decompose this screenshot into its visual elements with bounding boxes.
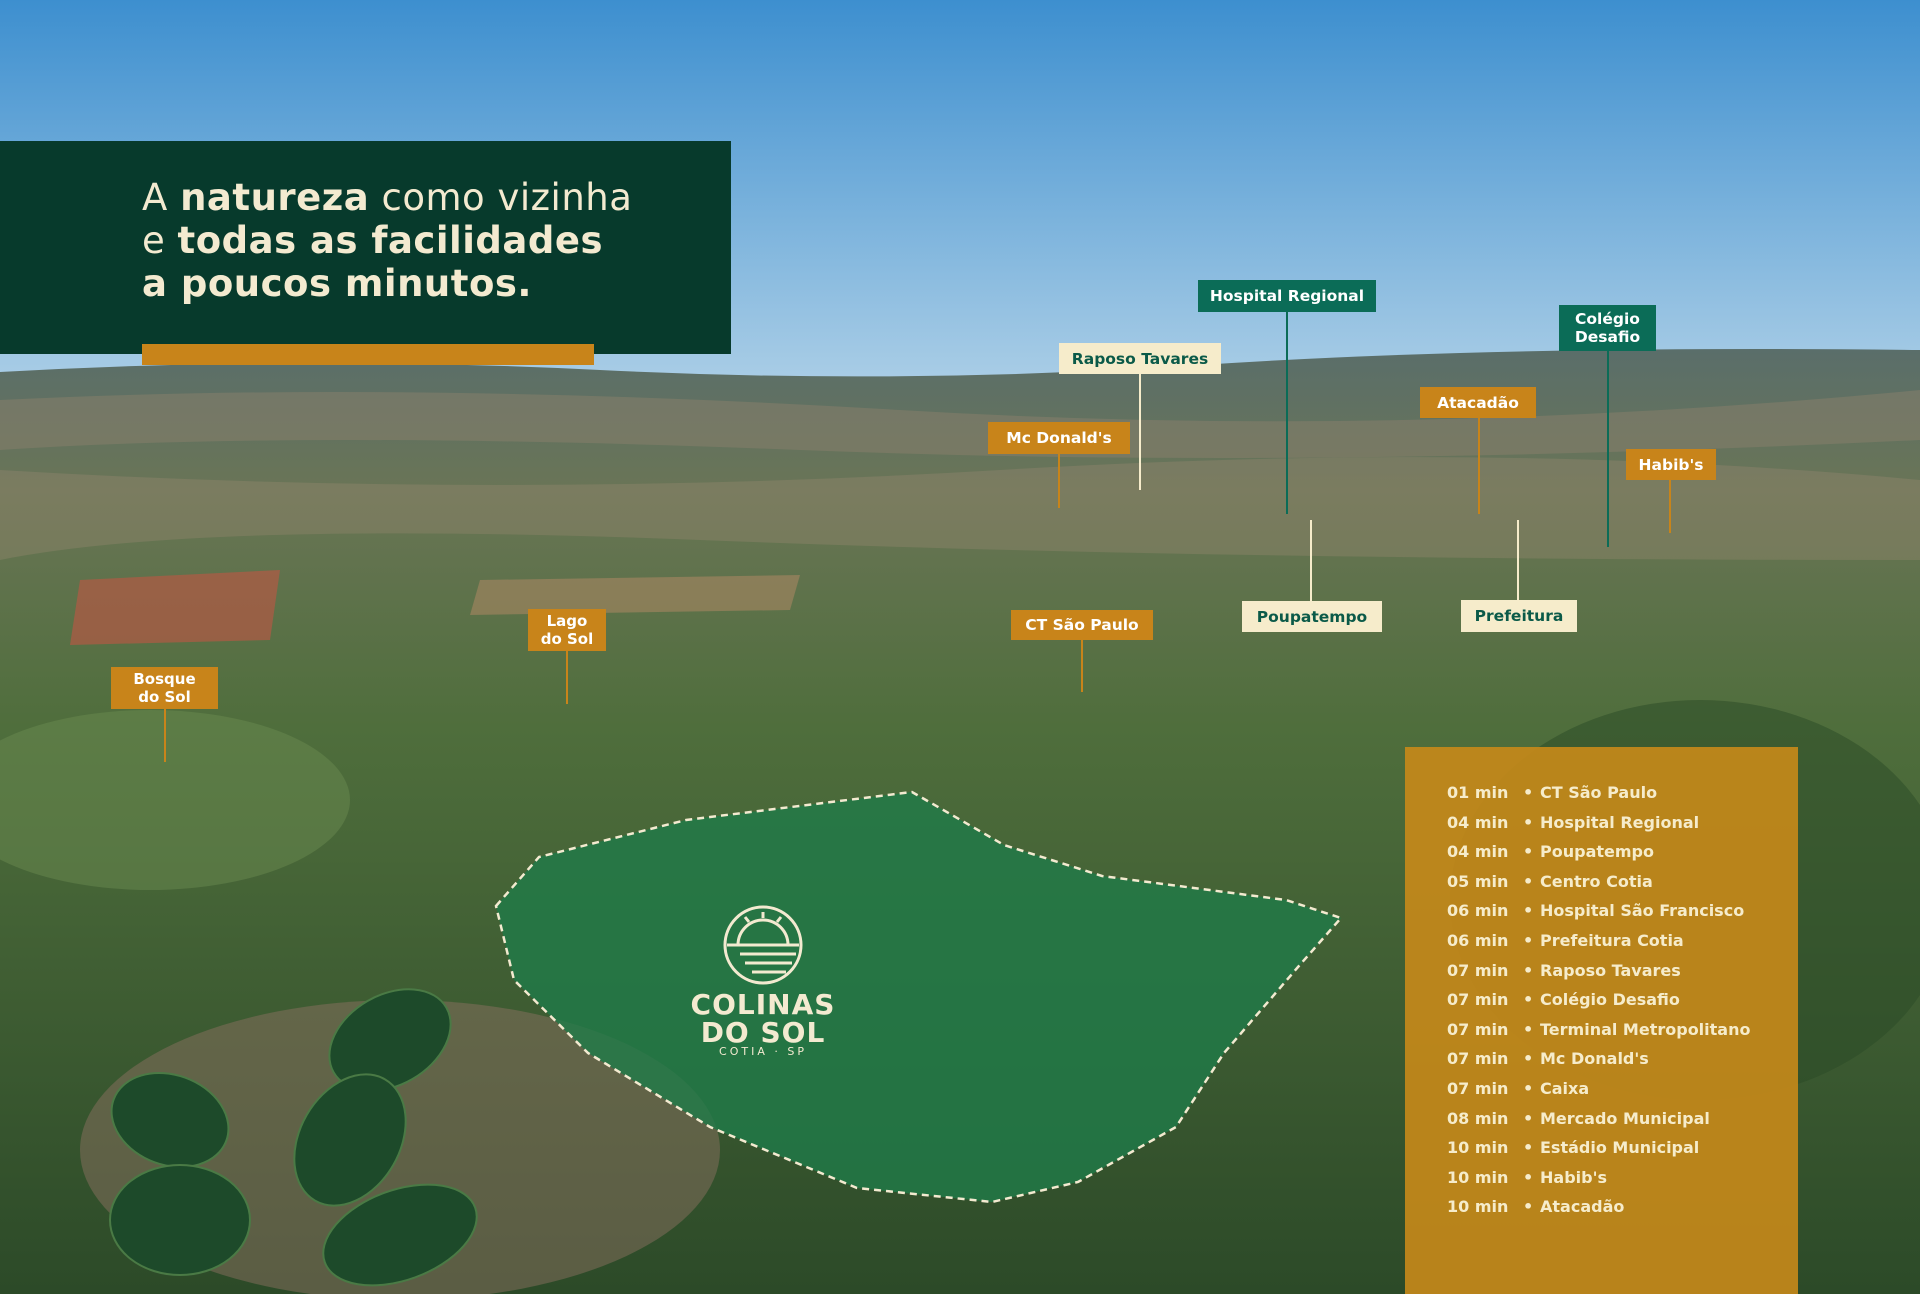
pin-line: [1607, 351, 1609, 547]
separator-dot: •: [1523, 871, 1534, 891]
distance-time: 10 min: [1447, 1167, 1509, 1187]
distance-time: 07 min: [1447, 960, 1509, 980]
distance-place: Poupatempo: [1540, 842, 1654, 862]
distance-place: Raposo Tavares: [1540, 960, 1681, 980]
distance-place: Caixa: [1540, 1079, 1590, 1098]
distance-row: 10 min • Atacadão: [1447, 1197, 1624, 1216]
distance-time: 06 min: [1447, 931, 1509, 950]
logo-name-line1: COLINAS: [690, 988, 836, 1021]
pin-line: [1139, 374, 1141, 490]
distance-row: 07 min • Mc Donald's: [1447, 1049, 1649, 1068]
label-poupatempo: Poupatempo: [1242, 601, 1382, 632]
distance-time: 07 min: [1447, 990, 1509, 1010]
label-ct-sao-paulo: CT São Paulo: [1011, 610, 1153, 640]
separator-dot: •: [1523, 1197, 1534, 1217]
headline-text: e: [142, 219, 178, 262]
property-boundary: [494, 790, 1344, 1204]
distance-row: 08 min • Mercado Municipal: [1447, 1109, 1710, 1128]
distance-row: 07 min • Colégio Desafio: [1447, 990, 1680, 1009]
distance-time: 04 min: [1447, 842, 1509, 862]
logo-name-line2: DO SOL: [700, 1016, 826, 1049]
separator-dot: •: [1523, 842, 1534, 862]
headline: A natureza como vizinha e todas as facil…: [142, 176, 632, 305]
separator-dot: •: [1523, 1138, 1534, 1158]
distance-time: 07 min: [1447, 1019, 1509, 1039]
headline-panel: [0, 141, 731, 354]
colinas-do-sol-logo-icon: [723, 905, 803, 985]
distance-time: 01 min: [1447, 783, 1509, 802]
distance-row: 07 min • Raposo Tavares: [1447, 961, 1681, 980]
distance-row: 07 min • Caixa: [1447, 1079, 1589, 1098]
distance-time: 07 min: [1447, 1079, 1509, 1098]
distance-place: Mercado Municipal: [1540, 1108, 1710, 1128]
label-hospital-regional: Hospital Regional: [1198, 280, 1376, 312]
pin-line: [1310, 520, 1312, 601]
pin-line: [1058, 454, 1060, 508]
distance-time: 10 min: [1447, 1138, 1509, 1158]
distance-row: 06 min • Hospital São Francisco: [1447, 901, 1744, 920]
separator-dot: •: [1523, 960, 1534, 980]
pin-line: [1669, 480, 1671, 533]
distance-place: CT São Paulo: [1540, 783, 1658, 802]
monstera-leaves: [109, 988, 478, 1287]
separator-dot: •: [1523, 1108, 1534, 1128]
headline-emphasis: todas as facilidades: [177, 219, 603, 262]
label-mc-donalds: Mc Donald's: [988, 422, 1130, 454]
pin-line: [1081, 640, 1083, 692]
distance-time: 05 min: [1447, 871, 1509, 891]
separator-dot: •: [1523, 1049, 1534, 1069]
headline-text: como vizinha: [369, 176, 633, 219]
distance-row: 01 min • CT São Paulo: [1447, 783, 1657, 802]
separator-dot: •: [1523, 901, 1534, 921]
logo-location: COTIA · SP: [719, 1045, 807, 1058]
distance-row: 05 min • Centro Cotia: [1447, 872, 1653, 891]
separator-dot: •: [1523, 1079, 1534, 1098]
distance-time: 04 min: [1447, 812, 1509, 832]
distance-place: Atacadão: [1540, 1197, 1625, 1217]
separator-dot: •: [1523, 1167, 1534, 1187]
label-prefeitura: Prefeitura: [1461, 600, 1577, 632]
separator-dot: •: [1523, 931, 1534, 950]
distance-place: Prefeitura Cotia: [1540, 931, 1684, 950]
headline-text: A: [142, 176, 181, 219]
distance-row: 10 min • Estádio Municipal: [1447, 1138, 1699, 1157]
label-atacadao: Atacadão: [1420, 387, 1536, 418]
distance-row: 06 min • Prefeitura Cotia: [1447, 931, 1684, 950]
headline-emphasis: natureza: [180, 176, 370, 219]
accent-bar: [142, 344, 594, 365]
distance-place: Colégio Desafio: [1540, 990, 1680, 1010]
distance-time: 06 min: [1447, 901, 1509, 921]
distance-place: Mc Donald's: [1540, 1049, 1649, 1069]
label-raposo-tavares: Raposo Tavares: [1059, 343, 1221, 374]
pin-line: [566, 651, 568, 704]
distance-place: Estádio Municipal: [1540, 1138, 1700, 1158]
separator-dot: •: [1523, 783, 1534, 802]
headline-emphasis: a poucos minutos.: [142, 262, 532, 305]
distance-row: 10 min • Habib's: [1447, 1168, 1607, 1187]
distance-place: Hospital Regional: [1540, 812, 1700, 832]
label-habibs: Habib's: [1626, 449, 1716, 480]
distance-time: 08 min: [1447, 1108, 1509, 1128]
distance-place: Hospital São Francisco: [1540, 901, 1745, 921]
distances-panel: 01 min • CT São Paulo 04 min • Hospital Regio…: [1405, 747, 1798, 1294]
distance-row: 04 min • Hospital Regional: [1447, 813, 1699, 832]
pin-line: [1478, 418, 1480, 514]
distance-time: 07 min: [1447, 1049, 1509, 1069]
distance-place: Centro Cotia: [1540, 871, 1653, 891]
distance-place: Terminal Metropolitano: [1540, 1019, 1751, 1039]
separator-dot: •: [1523, 812, 1534, 832]
pin-line: [164, 709, 166, 762]
pin-line: [1286, 312, 1288, 514]
separator-dot: •: [1523, 1019, 1534, 1039]
distance-place: Habib's: [1540, 1167, 1607, 1187]
pin-line: [1517, 520, 1519, 600]
distance-time: 10 min: [1447, 1197, 1509, 1217]
distance-row: 04 min • Poupatempo: [1447, 842, 1654, 861]
separator-dot: •: [1523, 990, 1534, 1010]
distance-row: 07 min • Terminal Metropolitano: [1447, 1020, 1750, 1039]
